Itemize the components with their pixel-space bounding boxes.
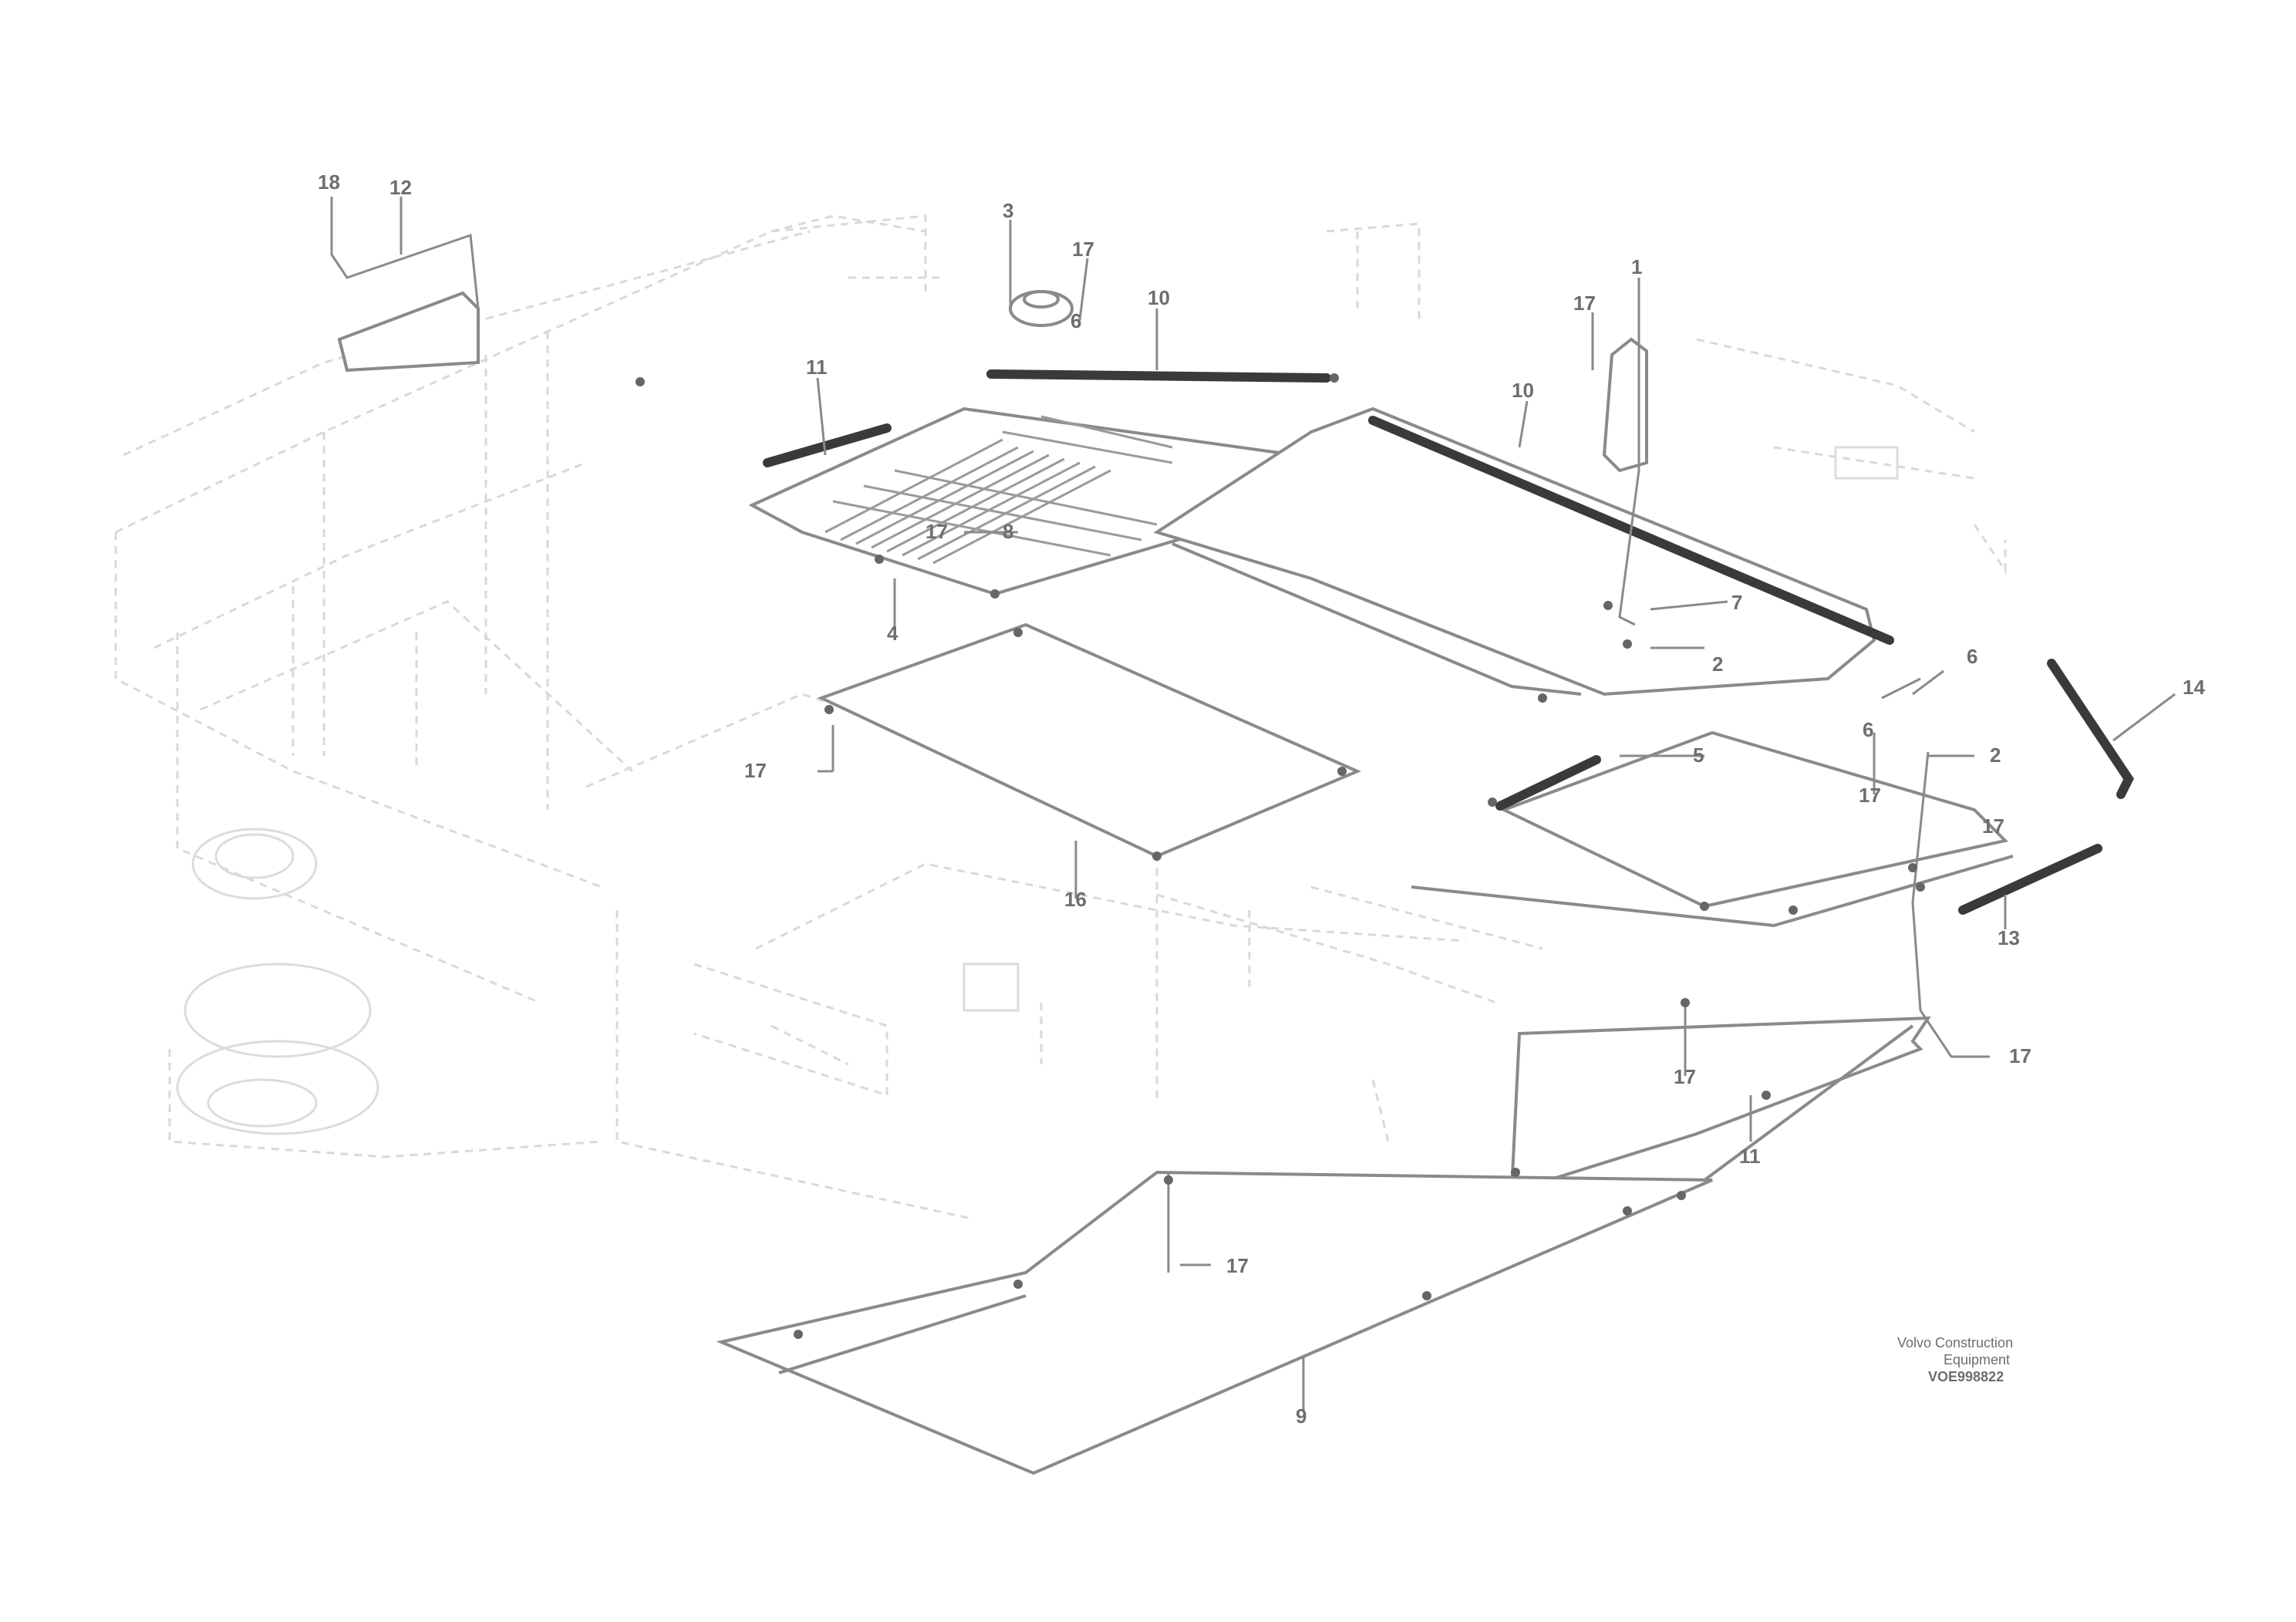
- callout-6: 6: [1967, 645, 1977, 668]
- callout-17: 17: [1859, 784, 1881, 807]
- callout-17: 17: [1072, 238, 1094, 261]
- part-bracket-1: [1602, 337, 1648, 473]
- seal-11-left: [763, 423, 892, 467]
- part-center-plate-4: [817, 622, 1362, 858]
- callout-13: 13: [1998, 926, 2020, 949]
- callout-3: 3: [1003, 199, 1013, 222]
- callout-11: 11: [806, 356, 828, 379]
- callout-12: 12: [389, 176, 412, 199]
- grill-mesh: [824, 415, 1173, 565]
- callout-9: 9: [1296, 1404, 1306, 1428]
- callout-5: 5: [1693, 744, 1704, 767]
- seal-14: [2047, 659, 2134, 799]
- callout-7: 7: [1731, 591, 1742, 614]
- callout-2: 2: [1990, 744, 2001, 767]
- part-right-plate: [1411, 730, 2014, 928]
- callout-6: 6: [1863, 718, 1873, 741]
- callout-10: 10: [1148, 286, 1170, 309]
- reference-code: VOE998822: [1928, 1369, 2004, 1384]
- callout-labels: 18 12 3 17 6 10 11 17 8 4 17 1 10 7 2 6 …: [318, 170, 2205, 1428]
- reference-company: Volvo Construction: [1897, 1335, 2014, 1351]
- callout-1: 1: [1631, 255, 1642, 278]
- reference-subtitle: Equipment: [1944, 1352, 2011, 1367]
- callout-2: 2: [1712, 653, 1723, 676]
- part-bottom-large-plate-9: [716, 1170, 1713, 1475]
- part-lower-long-plate-11: [1509, 1016, 1931, 1194]
- leader-lines: [330, 197, 2176, 1411]
- seal-10-top: [986, 369, 1331, 383]
- part-left-box-18: [337, 291, 480, 373]
- seal-16: [1958, 844, 2102, 915]
- callout-4: 4: [887, 622, 899, 645]
- fastener-bolts: [636, 373, 1925, 1339]
- part-top-right-panel: [1153, 406, 1876, 696]
- callout-17: 17: [1674, 1065, 1696, 1088]
- background-machine-frame: [114, 214, 2007, 1220]
- callout-14: 14: [2183, 676, 2205, 699]
- callout-17: 17: [925, 520, 948, 543]
- callout-17: 17: [1573, 292, 1596, 315]
- callout-16: 16: [1064, 888, 1087, 911]
- reference-block: Volvo Construction Equipment VOE998822: [1897, 1334, 2052, 1385]
- callout-17: 17: [1982, 814, 2004, 838]
- callout-8: 8: [1003, 520, 1013, 543]
- seal-5: [1495, 755, 1601, 811]
- callout-6: 6: [1070, 309, 1081, 332]
- callout-17: 17: [744, 759, 767, 782]
- callout-18: 18: [318, 170, 340, 194]
- callout-10: 10: [1512, 379, 1534, 402]
- callout-17: 17: [1226, 1254, 1249, 1277]
- part-dome-8: [1009, 290, 1074, 327]
- callout-17: 17: [2009, 1044, 2031, 1067]
- callout-11: 11: [1739, 1145, 1761, 1168]
